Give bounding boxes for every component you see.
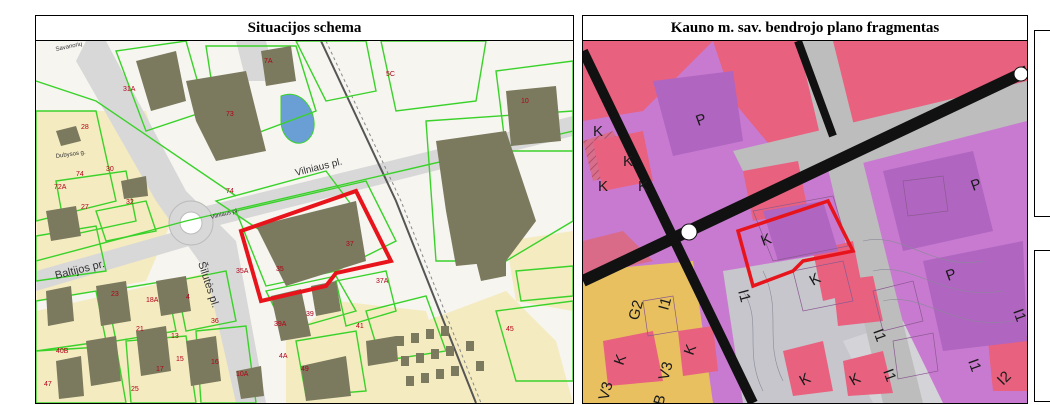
street-savanoriu: Savanorių: [55, 41, 83, 53]
svg-text:40B: 40B: [56, 348, 69, 355]
svg-text:49: 49: [301, 366, 309, 373]
zone-label: I1: [964, 357, 984, 375]
svg-text:15: 15: [176, 356, 184, 363]
zone-label: I1: [734, 288, 754, 304]
zone-label: K: [623, 153, 633, 170]
situation-map-svg: 31A 73 7A 5C 10 28 72A 74 30 27 74 32 35A 35 37 37…: [36, 41, 573, 403]
svg-text:10A: 10A: [236, 371, 249, 378]
svg-text:18A: 18A: [146, 297, 159, 304]
general-plan-title: Kauno m. sav. bendrojo plano fragmentas: [583, 16, 1027, 41]
svg-text:39: 39: [306, 311, 314, 318]
zone-label: I1: [1009, 307, 1027, 325]
svg-text:10: 10: [521, 98, 529, 105]
svg-text:13: 13: [171, 333, 179, 340]
zone-label: V3: [655, 360, 676, 382]
svg-text:7A: 7A: [264, 58, 273, 65]
zone-label: I1: [879, 367, 899, 385]
general-plan-panel: Kauno m. sav. bendrojo plano fragmentas: [582, 15, 1028, 404]
svg-text:74: 74: [76, 171, 84, 178]
svg-text:23: 23: [111, 291, 119, 298]
zone-label: K: [598, 178, 608, 195]
svg-text:17: 17: [156, 366, 164, 373]
svg-text:21: 21: [136, 326, 144, 333]
general-plan-map[interactable]: K K K K P P P K K K K K K I2 I1 I1 I1 I1…: [583, 41, 1027, 403]
svg-text:73: 73: [226, 111, 234, 118]
svg-text:39A: 39A: [274, 321, 287, 328]
highlighted-plot: [238, 188, 394, 304]
svg-text:32: 32: [126, 199, 134, 206]
zone-label: K: [638, 178, 648, 195]
svg-text:31A: 31A: [123, 86, 136, 93]
zone-label: K: [593, 123, 603, 140]
svg-text:47: 47: [44, 381, 52, 388]
svg-text:36: 36: [211, 318, 219, 325]
general-plan-svg: K K K K P P P K K K K K K I2 I1 I1 I1 I1…: [583, 41, 1027, 403]
svg-text:25: 25: [131, 386, 139, 393]
svg-text:74: 74: [226, 188, 234, 195]
situation-scheme-panel: Situacijos schema: [35, 15, 574, 404]
legend-frame-top: [1034, 30, 1050, 217]
svg-text:30: 30: [106, 166, 114, 173]
svg-text:72A: 72A: [54, 184, 67, 191]
svg-text:35: 35: [276, 266, 284, 273]
zone-label: I1: [655, 296, 675, 312]
situation-scheme-title: Situacijos schema: [36, 16, 573, 41]
svg-text:4A: 4A: [279, 353, 288, 360]
highlighted-plot-plan: [735, 198, 856, 289]
legend-frame-bottom: [1034, 250, 1050, 402]
svg-text:35A: 35A: [236, 268, 249, 275]
svg-text:37A: 37A: [376, 278, 389, 285]
zone-label: I1: [869, 327, 889, 345]
svg-text:16: 16: [211, 359, 219, 366]
zone-label: G2: [625, 298, 647, 322]
svg-text:5C: 5C: [386, 71, 395, 78]
svg-text:41: 41: [356, 323, 364, 330]
zone-label: V3: [595, 380, 616, 402]
situation-scheme-map[interactable]: 31A 73 7A 5C 10 28 72A 74 30 27 74 32 35A 35 37 37…: [36, 41, 573, 403]
svg-text:28: 28: [81, 124, 89, 131]
svg-text:37: 37: [346, 241, 354, 248]
street-dubysos: Dubysos g.: [55, 150, 86, 160]
svg-text:45: 45: [506, 326, 514, 333]
svg-text:27: 27: [81, 204, 89, 211]
svg-text:4: 4: [186, 294, 190, 301]
zone-label: B: [650, 393, 669, 403]
